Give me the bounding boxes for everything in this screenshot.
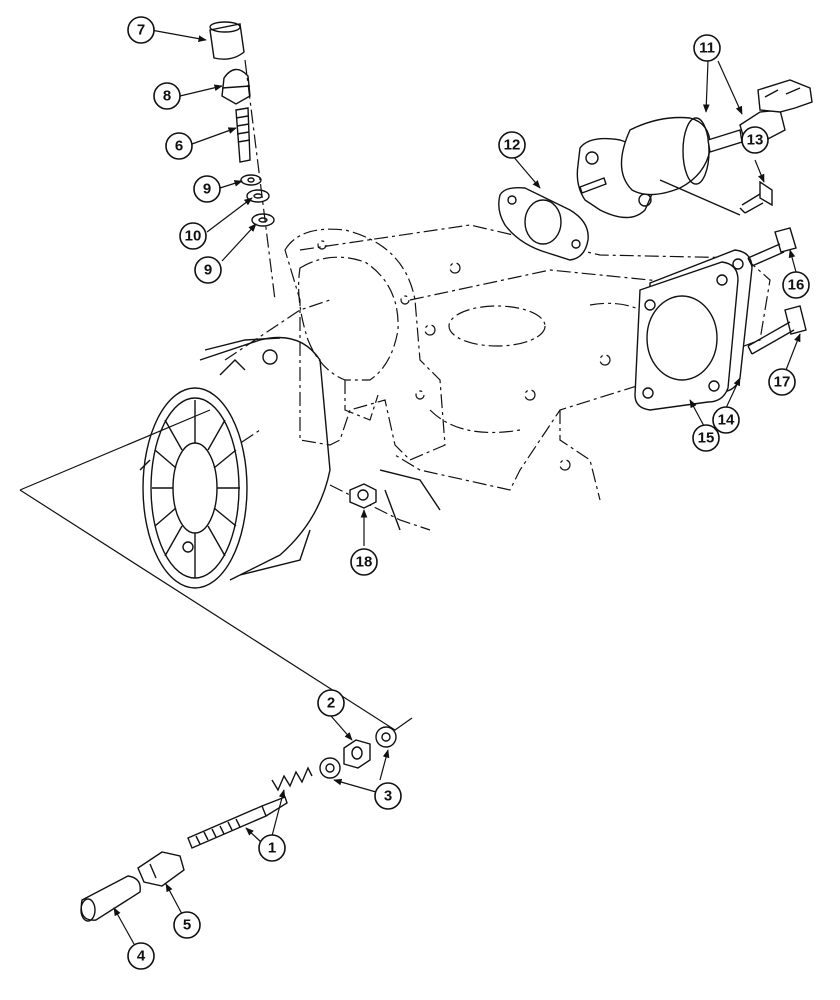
svg-text:14: 14 <box>718 412 735 429</box>
cover-gasket <box>634 258 744 411</box>
svg-text:12: 12 <box>504 137 521 154</box>
callout-6: 6 <box>165 132 193 160</box>
callout-9-lower: 9 <box>194 256 222 284</box>
cap-7 <box>209 21 245 60</box>
svg-text:3: 3 <box>384 788 392 805</box>
svg-text:8: 8 <box>163 88 171 105</box>
svg-text:9: 9 <box>204 262 212 279</box>
svg-text:11: 11 <box>699 40 715 57</box>
svg-text:2: 2 <box>327 695 335 712</box>
bolt-13 <box>739 180 773 214</box>
callout-18: 18 <box>350 548 378 576</box>
spring <box>271 766 313 792</box>
callout-13: 13 <box>741 126 769 154</box>
washer-9-upper <box>240 174 262 186</box>
alternator <box>139 336 331 589</box>
callout-1: 1 <box>258 834 286 862</box>
washer-9-lower <box>251 213 275 227</box>
bolt-16 <box>747 227 797 267</box>
callout-12: 12 <box>498 131 526 159</box>
callout-3: 3 <box>374 782 402 810</box>
solenoid-gasket <box>498 186 589 261</box>
svg-text:13: 13 <box>747 132 764 149</box>
svg-text:16: 16 <box>788 277 805 294</box>
nut-2 <box>343 739 371 769</box>
svg-text:15: 15 <box>698 430 715 447</box>
sleeve-4 <box>80 875 141 922</box>
fitting-5 <box>137 851 185 887</box>
svg-text:17: 17 <box>774 374 791 391</box>
assembly-leader-lines <box>19 409 413 731</box>
svg-text:6: 6 <box>175 138 183 155</box>
acorn-nut-8 <box>221 68 251 105</box>
callout-16: 16 <box>782 271 810 299</box>
bolt-17 <box>747 305 807 355</box>
svg-text:18: 18 <box>356 554 373 571</box>
svg-text:1: 1 <box>268 840 276 857</box>
callout-7: 7 <box>127 16 155 44</box>
svg-text:10: 10 <box>185 228 202 245</box>
stud-6 <box>235 107 251 163</box>
callout-10: 10 <box>179 222 207 250</box>
adjusting-screw-1 <box>187 796 288 849</box>
callout-17: 17 <box>768 368 796 396</box>
callout-8: 8 <box>153 82 181 110</box>
callout-leaders <box>113 29 801 945</box>
fuel-shutoff-solenoid <box>576 79 813 219</box>
svg-text:4: 4 <box>137 948 146 965</box>
callout-15: 15 <box>692 424 720 452</box>
washer-10 <box>246 189 270 203</box>
callout-14: 14 <box>712 406 740 434</box>
nut-18 <box>349 469 441 531</box>
callout-9-upper: 9 <box>193 175 221 203</box>
callout-11: 11 <box>693 34 721 62</box>
svg-text:9: 9 <box>203 181 211 198</box>
callout-2: 2 <box>317 689 345 717</box>
washer-3-right <box>375 726 397 748</box>
callout-4: 4 <box>127 942 155 970</box>
callout-5: 5 <box>173 911 201 939</box>
gear-cover <box>284 228 446 461</box>
svg-text:5: 5 <box>183 917 191 934</box>
washer-3-left <box>319 757 341 779</box>
svg-text:7: 7 <box>137 22 145 39</box>
